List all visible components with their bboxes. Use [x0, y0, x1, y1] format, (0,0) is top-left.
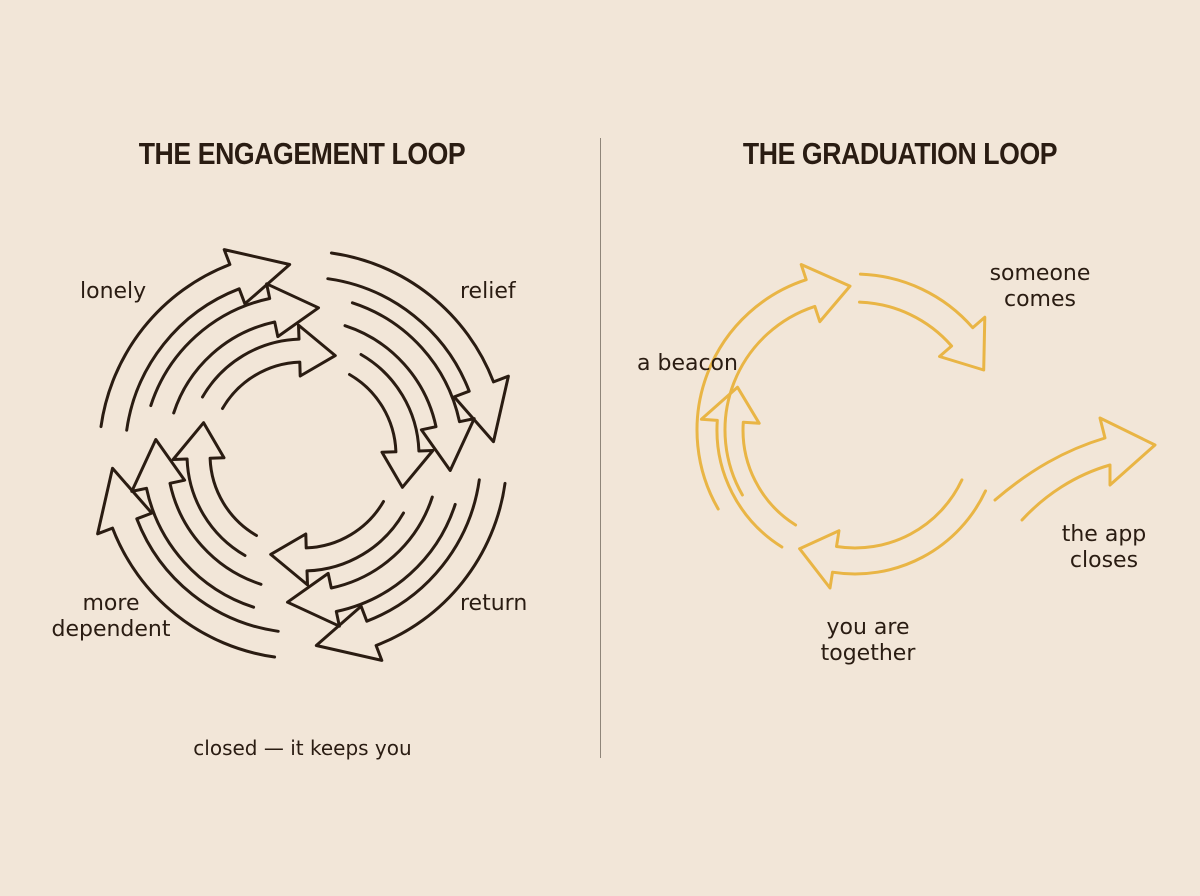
label-lonely: lonely	[80, 279, 147, 304]
engagement-loop-arrows	[96, 248, 510, 662]
label-relief: relief	[460, 279, 516, 304]
label-more-dependent-line2: dependent	[51, 617, 171, 642]
label-you-are-together-line1: you are	[826, 615, 910, 640]
engagement-arrow-ring1-3	[314, 478, 507, 662]
engagement-arrow-ring2-3	[286, 495, 457, 628]
engagement-arrow-ring3-3	[269, 500, 405, 587]
label-app-closes-line1: the app	[1061, 522, 1147, 547]
graduation-arrow-2	[858, 272, 987, 372]
label-return: return	[460, 591, 528, 616]
engagement-arrow-ring1-4	[96, 466, 280, 659]
label-someone-comes: someone comes	[978, 261, 1102, 313]
engagement-caption: closed — it keeps you	[193, 736, 412, 760]
label-more-dependent-line1: more	[82, 591, 140, 616]
label-more-dependent: more dependent	[48, 591, 174, 643]
graduation-arrow-4	[699, 385, 798, 549]
label-app-closes: the app closes	[1052, 522, 1156, 574]
engagement-arrow-ring3-2	[348, 353, 435, 489]
label-a-beacon: a beacon	[637, 351, 738, 376]
engagement-arrow-ring1-1	[99, 248, 292, 432]
graduation-loop-arrows	[695, 263, 1157, 590]
engagement-arrow-ring3-4	[171, 421, 258, 557]
graduation-arrow-1	[695, 263, 852, 511]
panel-divider	[600, 138, 601, 758]
engagement-loop-title: THE ENGAGEMENT LOOP	[138, 136, 466, 171]
label-app-closes-line2: closes	[1069, 548, 1139, 573]
label-you-are-together-line2: together	[820, 641, 916, 666]
label-you-are-together: you are together	[808, 615, 928, 667]
graduation-arrow-3	[798, 478, 987, 590]
label-someone-comes-line1: someone	[989, 261, 1091, 286]
engagement-arrow-ring1-2	[326, 251, 510, 444]
engagement-arrow-ring2-1	[149, 282, 320, 415]
engagement-arrow-ring2-2	[343, 301, 476, 472]
graduation-loop-title: THE GRADUATION LOOP	[742, 136, 1058, 171]
graduation-arrow-exit	[993, 416, 1157, 522]
engagement-arrow-ring3-1	[201, 323, 337, 410]
engagement-arrow-ring2-4	[130, 438, 263, 609]
label-someone-comes-line2: comes	[1004, 287, 1076, 312]
